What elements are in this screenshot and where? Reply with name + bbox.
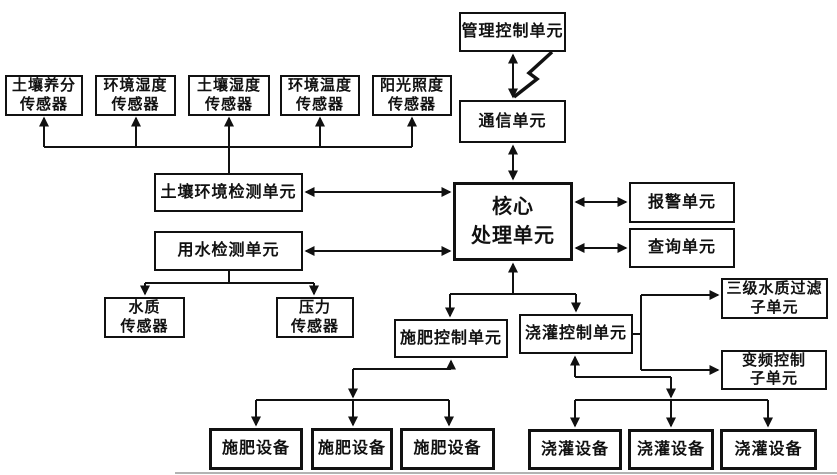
node-water-detection-unit: 用水检测单元 xyxy=(154,231,303,271)
node-fertilization-equipment-2: 施肥设备 xyxy=(311,428,393,470)
wire-sensor-bus xyxy=(39,116,417,174)
node-irrigation-equipment-1: 浇灌设备 xyxy=(528,429,622,470)
node-pressure-sensor: 压力 传感器 xyxy=(276,297,354,338)
wire-irrigation-group xyxy=(570,355,773,428)
wire-water-sensors xyxy=(140,271,319,296)
wire-irrigation-subunits xyxy=(633,290,720,375)
node-irrigation-equipment-3: 浇灌设备 xyxy=(720,429,817,470)
node-alarm-unit: 报警单元 xyxy=(629,182,735,223)
lightning-icon xyxy=(512,50,554,99)
wire-fertilization-group xyxy=(251,359,456,427)
node-management-control-unit: 管理控制单元 xyxy=(459,12,566,52)
node-vfd-subunit: 变频控制 子单元 xyxy=(721,350,827,390)
node-soil-nutrient-sensor: 土壤养分 传感器 xyxy=(5,75,83,116)
node-fertilization-equipment-1: 施肥设备 xyxy=(209,428,303,470)
node-env-humidity-sensor: 环境湿度 传感器 xyxy=(95,75,176,116)
node-filtration-subunit: 三级水质过滤 子单元 xyxy=(721,278,828,319)
node-core-processing-unit: 核心 处理单元 xyxy=(453,182,573,261)
node-sunlight-sensor: 阳光照度 传感器 xyxy=(372,75,452,116)
node-irrigation-control-unit: 浇灌控制单元 xyxy=(519,314,633,354)
node-soil-humidity-sensor: 土壤湿度 传感器 xyxy=(188,75,270,116)
node-soil-env-detection-unit: 土壤环境检测单元 xyxy=(154,173,303,212)
node-query-unit: 查询单元 xyxy=(629,228,735,268)
node-irrigation-equipment-2: 浇灌设备 xyxy=(628,429,714,470)
node-communication-unit: 通信单元 xyxy=(459,100,566,143)
node-water-quality-sensor: 水质 传感器 xyxy=(104,297,185,338)
node-fertilization-equipment-3: 施肥设备 xyxy=(400,428,495,470)
node-env-temperature-sensor: 环境温度 传感器 xyxy=(280,75,360,116)
wire-core-control-units xyxy=(445,262,581,318)
node-fertilization-control-unit: 施肥控制单元 xyxy=(394,319,508,358)
